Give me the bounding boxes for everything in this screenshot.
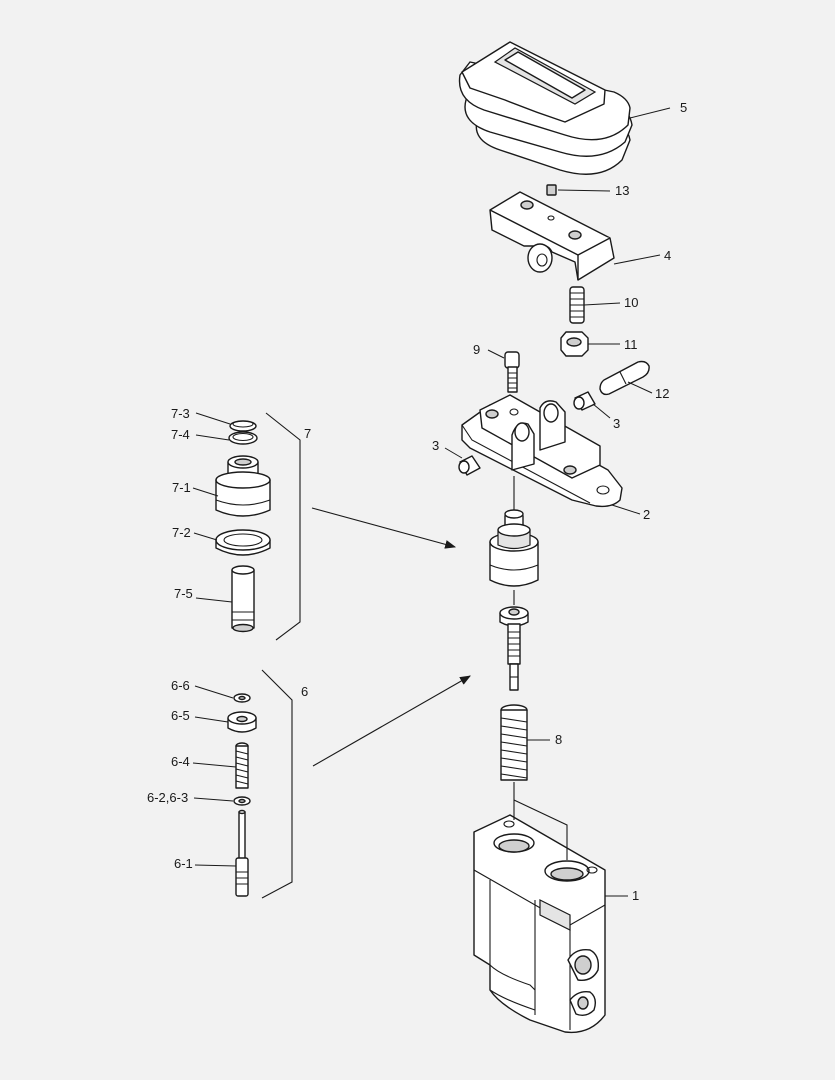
label-1: 1 <box>632 888 639 903</box>
label-7-4: 7-4 <box>171 427 190 442</box>
part-7-assembled-piston <box>489 509 539 587</box>
part-7-5-sleeve <box>231 565 255 633</box>
part-6-6-washer <box>233 693 251 703</box>
part-12-pin <box>599 360 650 396</box>
leader-4 <box>613 254 661 265</box>
part-7-1-guide <box>215 455 271 517</box>
leader-5 <box>629 107 671 119</box>
label-5: 5 <box>680 100 687 115</box>
part-11-nut <box>560 331 589 357</box>
part-4-lever-block <box>489 191 615 281</box>
label-8: 8 <box>555 732 562 747</box>
label-7-3: 7-3 <box>171 406 190 421</box>
bracket-6 <box>261 669 293 899</box>
label-6-4: 6-4 <box>171 754 190 769</box>
part-10-stud <box>569 286 585 324</box>
leader-9 <box>487 349 505 359</box>
part-2-base-plate <box>461 394 623 508</box>
label-13: 13 <box>615 183 629 198</box>
arrow-7-to-assembly <box>311 507 457 549</box>
part-6-2-6-3-washer <box>233 796 251 806</box>
leader-7-3 <box>195 412 231 425</box>
part-3-bushing-right <box>573 391 596 411</box>
part-7-3-ring <box>229 420 257 432</box>
part-7-2-seal <box>215 529 271 556</box>
leader-7-2 <box>193 532 218 541</box>
label-11: 11 <box>624 337 638 352</box>
label-6-1: 6-1 <box>174 856 193 871</box>
leader-10 <box>583 302 621 306</box>
label-12: 12 <box>655 386 669 401</box>
label-6-2-6-3: 6-2,6-3 <box>147 790 188 805</box>
arrow-6-to-assembly <box>312 675 471 767</box>
part-13-set-screw <box>546 184 557 196</box>
label-6: 6 <box>301 684 308 699</box>
leader-6-4 <box>192 762 237 768</box>
label-10: 10 <box>624 295 638 310</box>
label-6-6: 6-6 <box>171 678 190 693</box>
label-2: 2 <box>643 507 650 522</box>
leader-12 <box>627 381 653 394</box>
label-6-5: 6-5 <box>171 708 190 723</box>
part-6-4-spring <box>235 742 249 789</box>
label-4: 4 <box>664 248 671 263</box>
part-6-1-spool <box>235 809 249 897</box>
part-8-spring <box>500 704 528 781</box>
label-3-left: 3 <box>432 438 439 453</box>
leader-6-1 <box>194 864 237 867</box>
label-7-2: 7-2 <box>172 525 191 540</box>
part-1-valve-body <box>473 814 606 1034</box>
part-5-boot <box>458 41 633 175</box>
leader-13 <box>557 189 611 192</box>
leader-6-6 <box>194 685 234 699</box>
leader-2 <box>611 504 641 515</box>
leader-7-5 <box>195 597 233 603</box>
part-6-5-seat <box>227 711 257 733</box>
label-9: 9 <box>473 342 480 357</box>
label-7: 7 <box>304 426 311 441</box>
leader-6-2-6-3 <box>193 797 234 802</box>
part-9-cap-screw <box>504 351 520 393</box>
label-7-1: 7-1 <box>172 480 191 495</box>
axis-guide-body <box>513 799 568 860</box>
bracket-7 <box>265 412 301 641</box>
leader-7-4 <box>195 434 230 441</box>
leader-3-right <box>592 403 611 419</box>
part-6-assembled-plunger <box>499 606 529 691</box>
label-7-5: 7-5 <box>174 586 193 601</box>
leader-6-5 <box>194 716 229 723</box>
part-7-4-oring <box>228 431 258 445</box>
label-3-right: 3 <box>613 416 620 431</box>
leader-3-left <box>444 447 463 459</box>
part-3-bushing-left <box>458 455 481 476</box>
leader-7-1 <box>192 487 219 497</box>
